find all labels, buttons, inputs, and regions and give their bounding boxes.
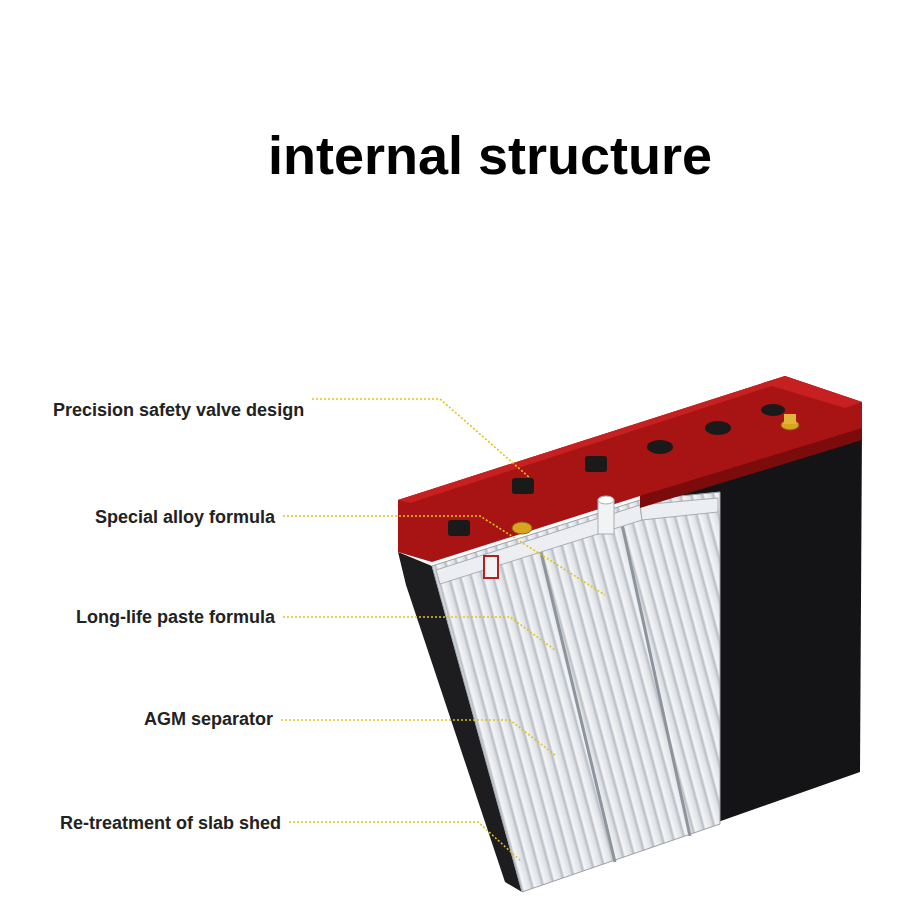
cell-wall <box>620 515 690 836</box>
cell-wall <box>538 540 615 862</box>
plate-outline <box>432 492 720 892</box>
lid-edge <box>640 428 862 508</box>
terminal <box>784 414 796 424</box>
battery-lid <box>398 376 862 562</box>
plate-stack <box>432 492 720 892</box>
callout-label: Precision safety valve design <box>51 400 306 421</box>
lid-top <box>398 376 862 503</box>
terminal <box>512 522 532 534</box>
lid-slot <box>585 456 607 472</box>
lid-hole <box>761 404 785 416</box>
leader-line <box>281 720 555 755</box>
terminal-post <box>598 500 614 534</box>
callout-label: Special alloy formula <box>93 507 277 528</box>
page-title: internal structure <box>268 124 712 186</box>
leader-line <box>283 617 555 650</box>
lid-hole <box>647 440 673 454</box>
callout-label: Re-treatment of slab shed <box>58 813 283 834</box>
callout-label: AGM separator <box>142 709 275 730</box>
terminal-post <box>484 556 498 578</box>
leader-line <box>283 516 605 595</box>
callout-label: Long-life paste formula <box>74 607 277 628</box>
lid-hole <box>705 421 731 435</box>
terminal-post <box>598 496 614 504</box>
leader-line <box>312 399 530 478</box>
lid-slot <box>448 520 470 536</box>
leader-line <box>289 822 522 862</box>
lid-slot <box>512 478 534 494</box>
